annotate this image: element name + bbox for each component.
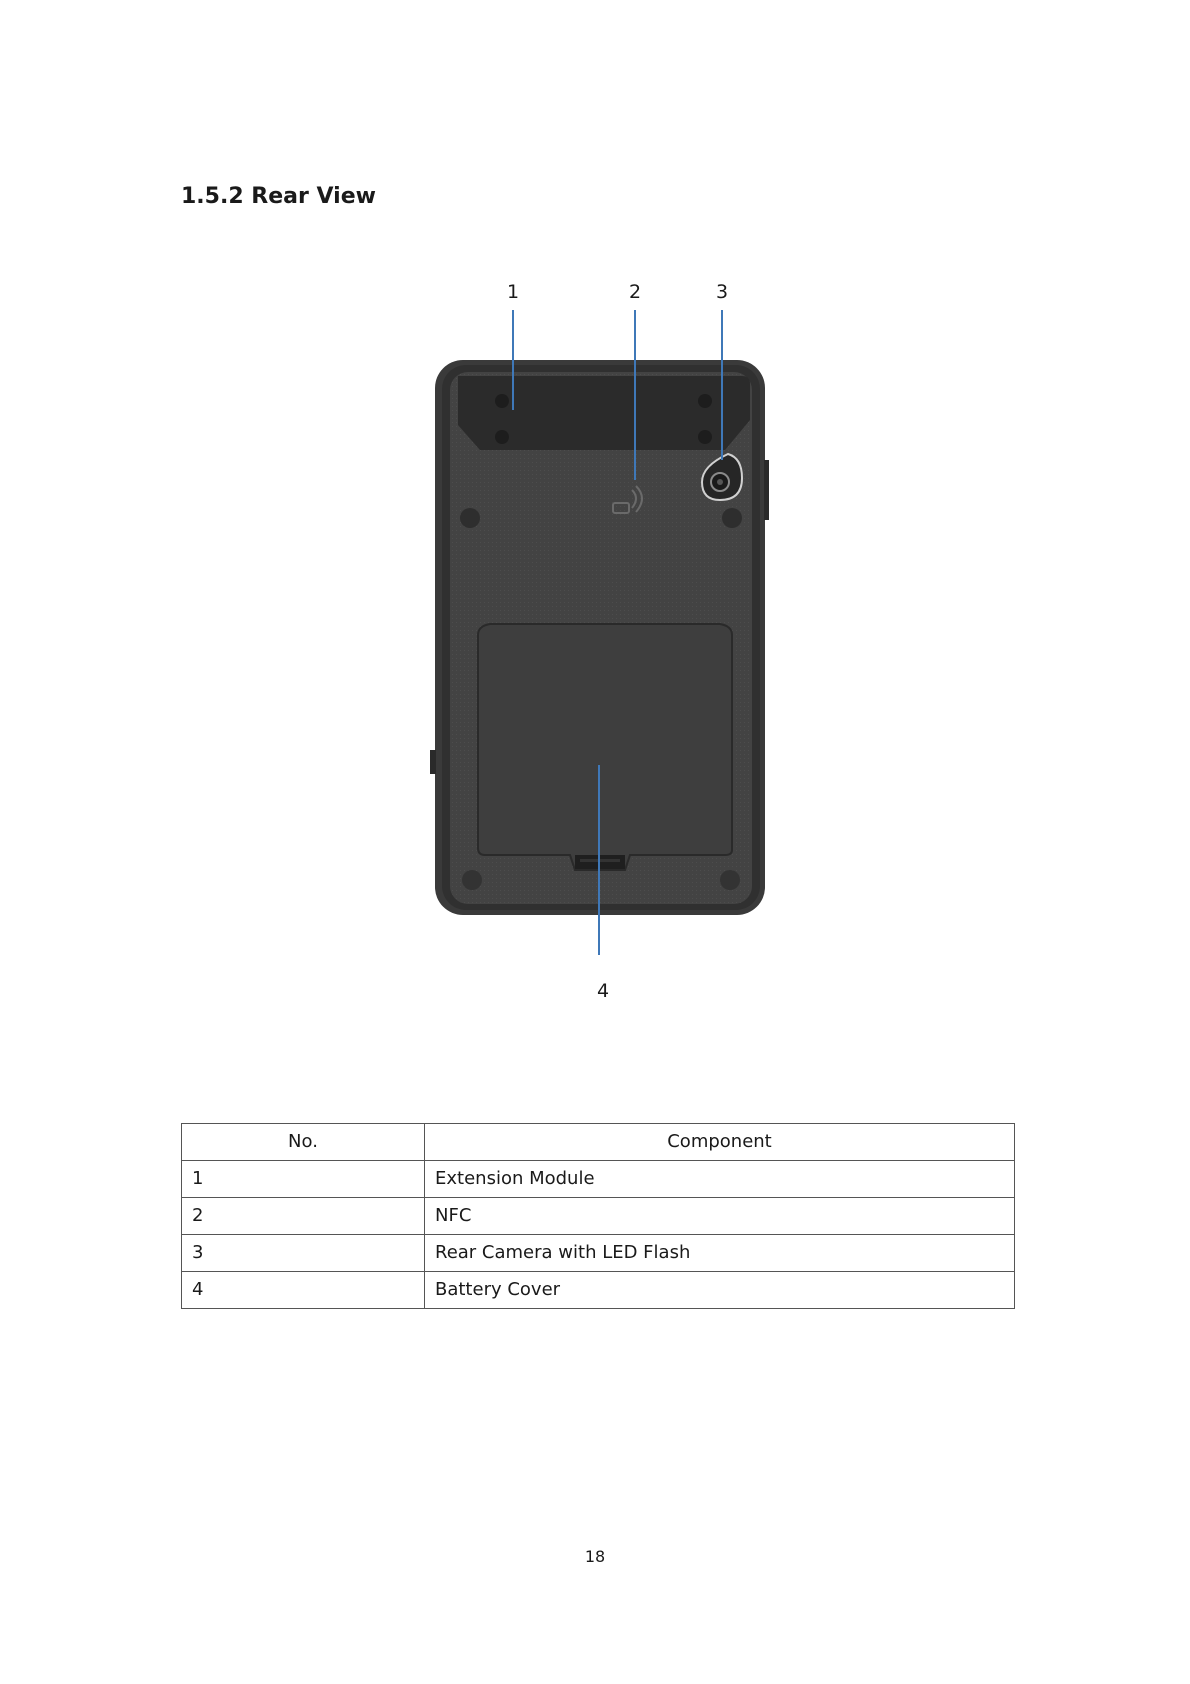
header-component: Component [425,1124,1015,1161]
row-no: 3 [182,1235,425,1272]
callout-number-2: 2 [629,283,641,302]
table-row: 2 NFC [182,1198,1015,1235]
components-table: No. Component 1 Extension Module 2 NFC 3… [181,1123,1015,1309]
section-title: 1.5.2 Rear View [181,184,376,209]
callout-number-3: 3 [716,283,728,302]
device-rear-view-svg [420,350,780,920]
row-component: Extension Module [425,1161,1015,1198]
callout-line-4 [598,765,600,955]
battery-cover [478,624,732,870]
row-no: 2 [182,1198,425,1235]
row-no: 4 [182,1272,425,1309]
header-no: No. [182,1124,425,1161]
table-row: 4 Battery Cover [182,1272,1015,1309]
callout-number-1: 1 [507,283,519,302]
page-number: 18 [0,1547,1190,1566]
callout-number-4: 4 [597,982,609,1001]
table-row: 1 Extension Module [182,1161,1015,1198]
table-row: 3 Rear Camera with LED Flash [182,1235,1015,1272]
row-component: Rear Camera with LED Flash [425,1235,1015,1272]
table-header-row: No. Component [182,1124,1015,1161]
device-rear-view-illustration [420,350,780,920]
row-no: 1 [182,1161,425,1198]
callout-line-1 [512,310,514,410]
row-component: Battery Cover [425,1272,1015,1309]
row-component: NFC [425,1198,1015,1235]
callout-line-2 [634,310,636,480]
callout-line-3 [721,310,723,460]
